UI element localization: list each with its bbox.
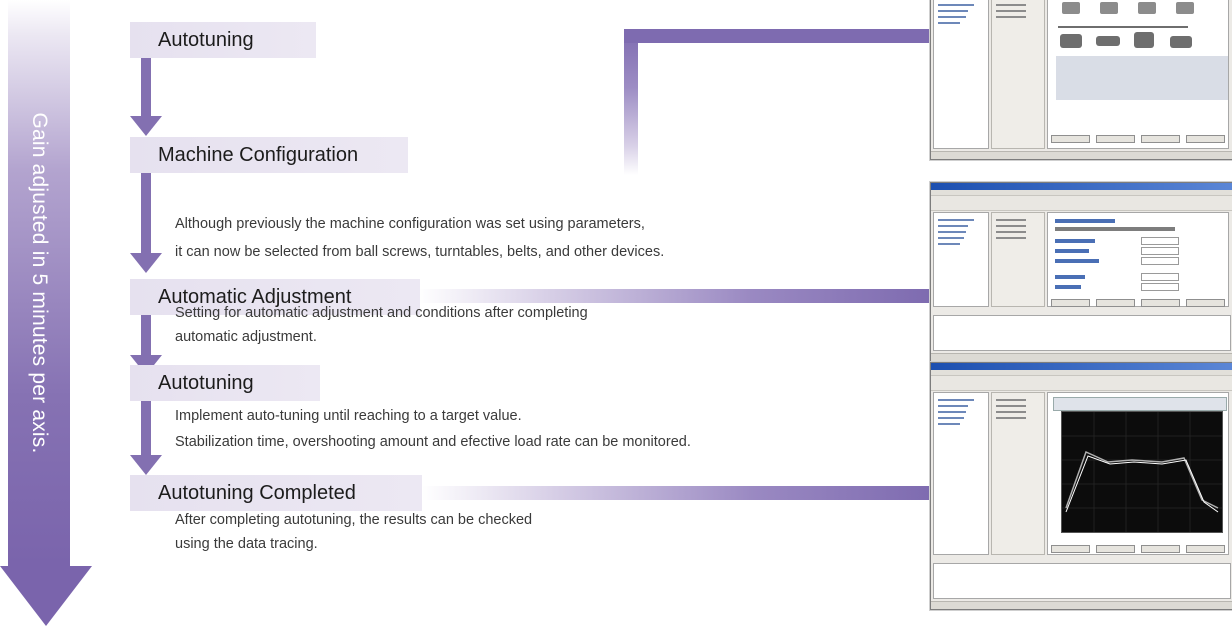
step-3-arrow-line [141,315,151,357]
step-3-desc-line-2: automatic adjustment. [175,329,317,345]
screenshot-autotuning-completed [930,362,1232,610]
connector-step-5 [422,486,932,500]
step-4-desc-line-1: Implement auto-tuning until reaching to … [175,408,522,424]
screenshot-automatic-adjustment [930,182,1232,362]
overall-flow-arrow-shaft [8,0,70,566]
step-5-desc-line-1: After completing autotuning, the results… [175,512,533,528]
connector-step-3 [418,289,930,303]
side-label: Gain adjusted in 5 minutes per axis. [28,112,51,454]
step-5-heading: Autotuning Completed [130,475,422,511]
step-1-arrow-head [130,116,162,136]
step-5-desc-line-2: using the data tracing. [175,536,318,552]
connector-step-2-vertical [624,29,638,175]
step-2-desc-line-1: Although previously the machine configur… [175,216,645,232]
step-2-arrow-head [130,253,162,273]
step-2-heading: Machine Configuration [130,137,408,173]
step-4-arrow-head [130,455,162,475]
step-4-heading: Autotuning [130,365,320,401]
connector-step-2-horizontal [624,29,929,43]
screenshot-machine-configuration [930,0,1232,160]
step-4-arrow-line [141,401,151,457]
step-2-arrow-line [141,173,151,255]
step-1-heading: Autotuning [130,22,316,58]
step-2-desc-line-2: it can now be selected from ball screws,… [175,244,665,260]
step-3-heading: Automatic Adjustment [130,279,420,315]
step-4-desc-line-2: Stabilization time, overshooting amount … [175,434,691,450]
step-1-arrow-line [141,58,151,118]
overall-flow-arrow-head [0,566,92,626]
step-3-desc-line-1: Setting for automatic adjustment and con… [175,305,588,321]
